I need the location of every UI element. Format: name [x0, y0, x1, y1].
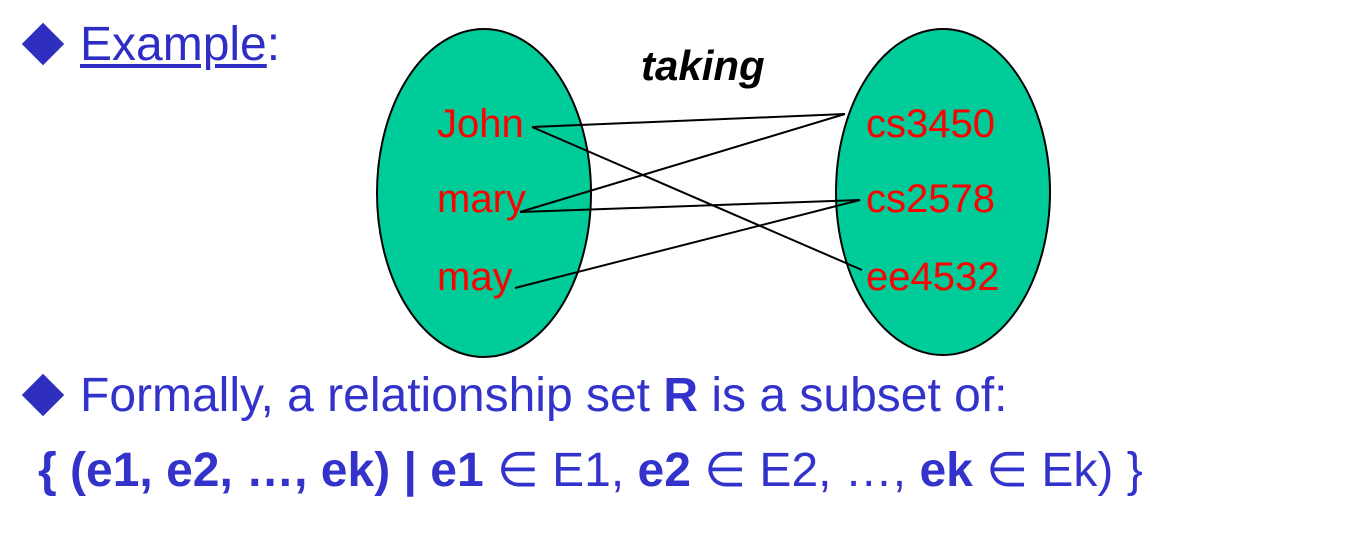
relationship-label: taking	[641, 42, 765, 89]
left-entity-set-ellipse	[376, 28, 592, 358]
example-bullet-row: Example:	[18, 14, 280, 74]
link-lines	[514, 113, 863, 289]
right-entity-1: cs2578	[866, 177, 995, 221]
diamond-bullet-icon	[21, 373, 65, 417]
set-e1: e1	[430, 444, 484, 497]
set-ek: ek	[919, 444, 973, 497]
formal-var-r: R	[663, 368, 699, 422]
set-in2: ∈ E2, …,	[690, 444, 920, 497]
set-in3: ∈ Ek) }	[972, 444, 1143, 497]
formal-text-before: Formally, a relationship set	[80, 368, 664, 422]
formal-bullet-row: Formally, a relationship set R is a subs…	[18, 362, 1008, 428]
left-entity-1: mary	[437, 177, 526, 221]
right-entity-set-ellipse	[835, 28, 1051, 356]
example-link[interactable]: Example	[80, 17, 267, 71]
left-entity-2: may	[437, 255, 513, 299]
link-line-4	[514, 199, 861, 289]
set-expression: { (e1, e2, …, ek) | e1 ∈ E1, e2 ∈ E2, …,…	[38, 442, 1143, 498]
set-in1: ∈ E1,	[483, 444, 638, 497]
link-line-1	[531, 126, 863, 271]
right-entity-2: ee4532	[866, 255, 999, 299]
set-open: { (e1, e2, …, ek) |	[38, 444, 431, 497]
link-line-3	[519, 199, 861, 213]
left-entity-0: John	[437, 102, 524, 146]
formal-text-after: is a subset of:	[698, 368, 1008, 422]
link-line-0	[531, 113, 846, 128]
set-e2: e2	[637, 444, 691, 497]
link-line-2	[519, 113, 846, 213]
right-entity-0: cs3450	[866, 102, 995, 146]
example-colon: :	[266, 17, 281, 71]
